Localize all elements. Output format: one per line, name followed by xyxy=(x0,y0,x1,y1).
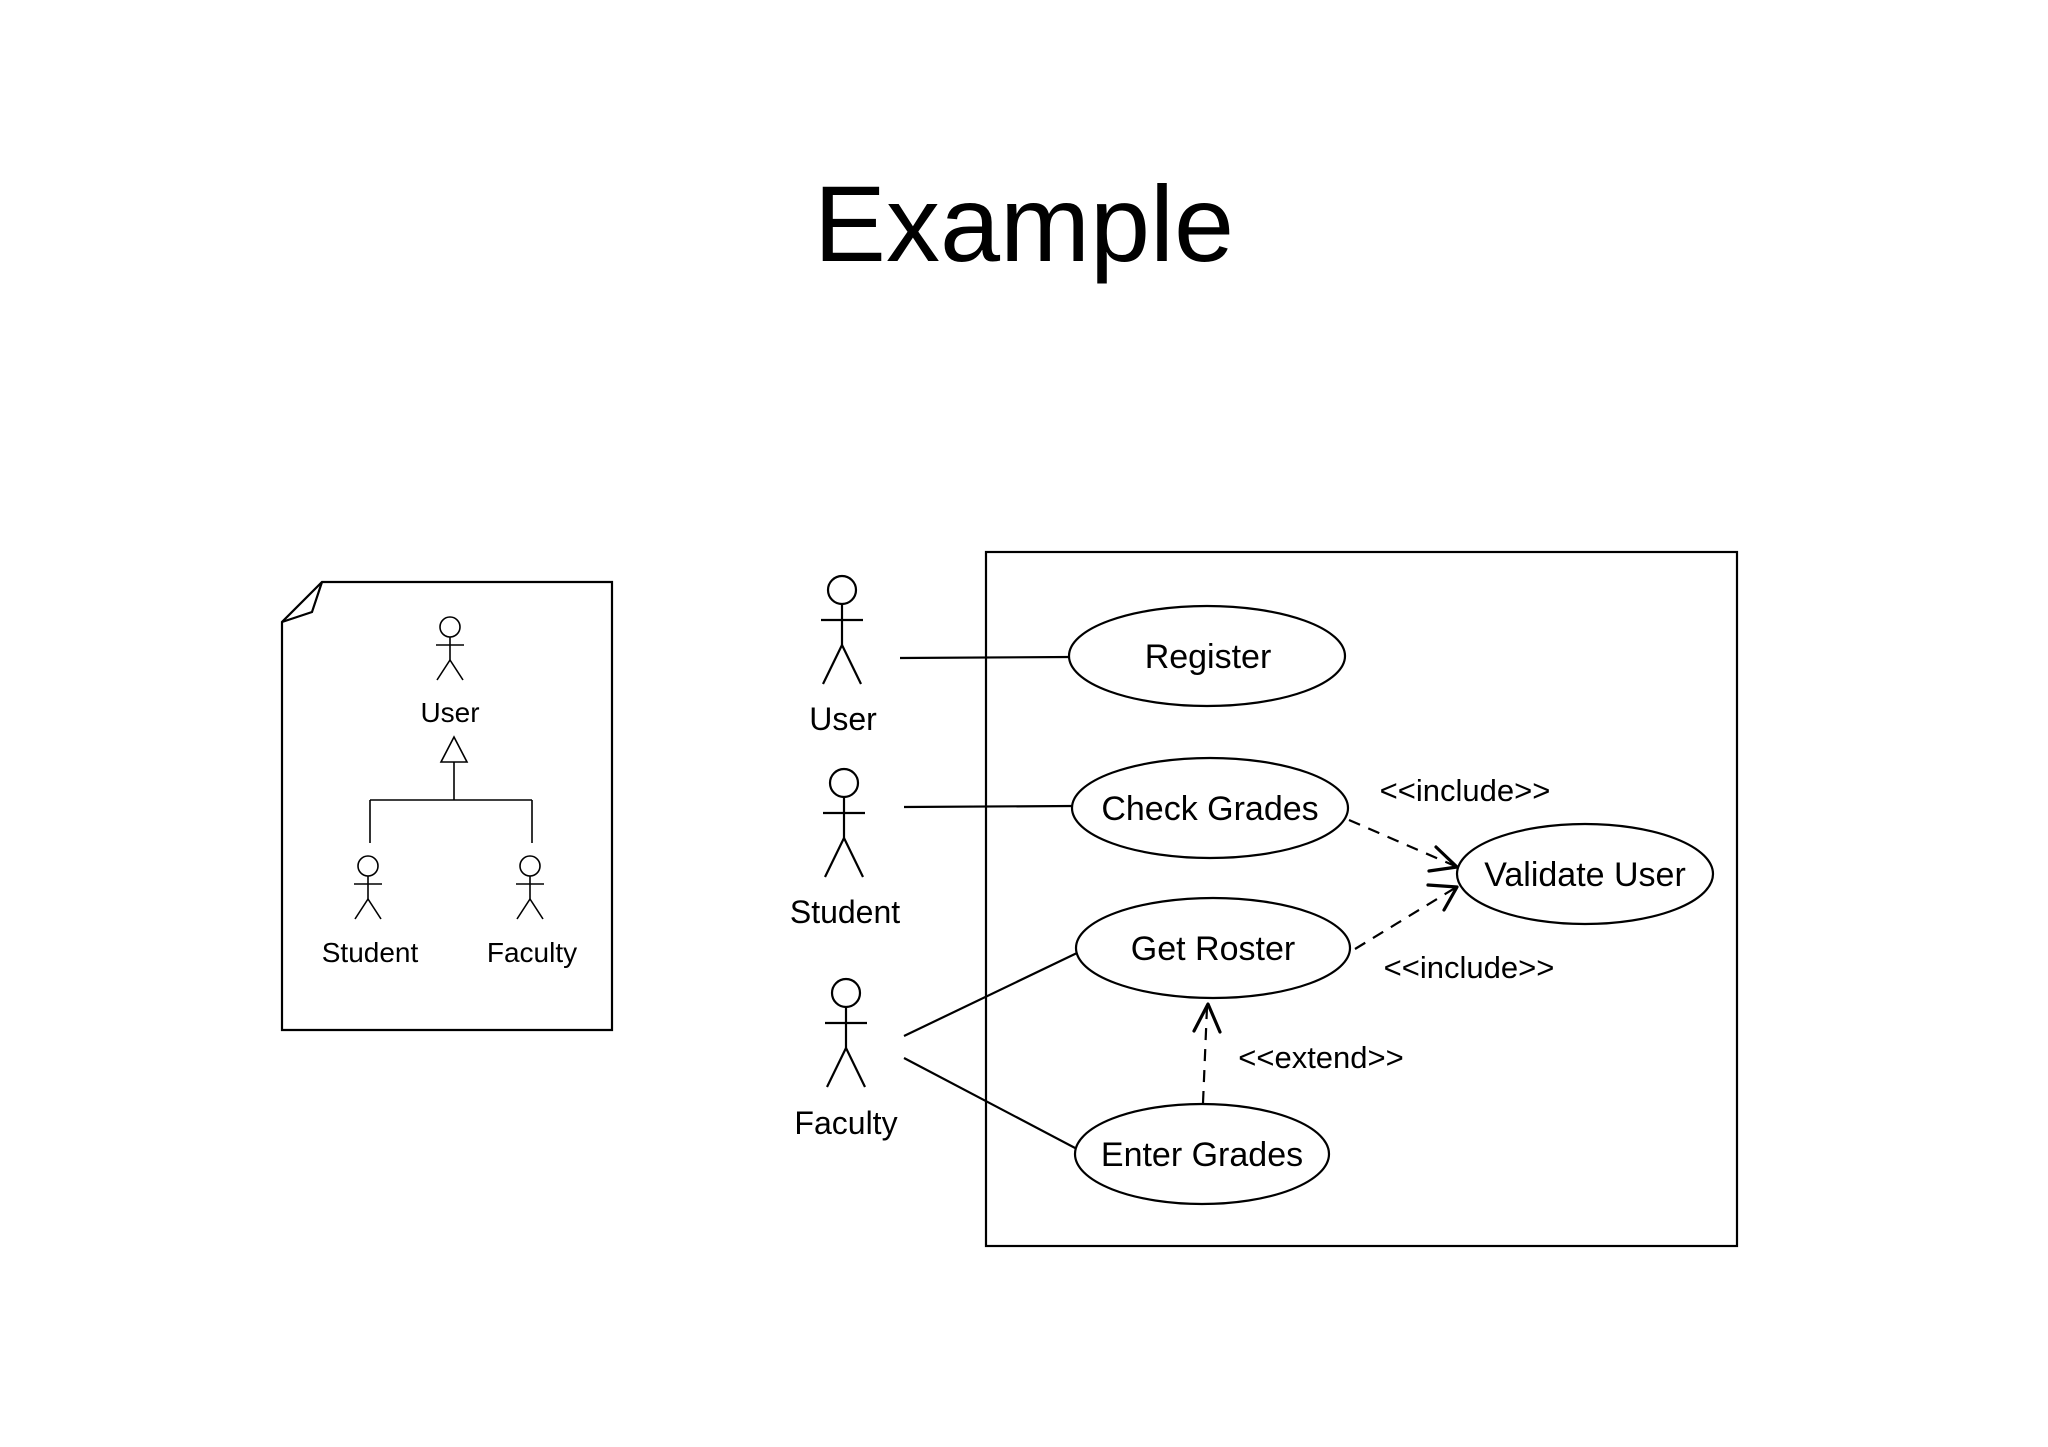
note-user-actor-icon xyxy=(436,616,464,681)
extend-arrowhead xyxy=(1192,1002,1222,1034)
note-frame xyxy=(280,580,614,1032)
use-case-get-roster[interactable]: Get Roster xyxy=(1074,896,1352,1000)
include-dependency-get-roster xyxy=(1354,887,1456,950)
note-user-label: User xyxy=(420,697,479,728)
page-title: Example xyxy=(813,163,1235,284)
system-boundary xyxy=(984,550,1739,1248)
note-dog-ear xyxy=(281,581,324,624)
note-faculty-label: Faculty xyxy=(487,937,577,968)
use-case-check-grades-label: Check Grades xyxy=(1101,790,1318,828)
use-case-validate-user-label: Validate User xyxy=(1484,856,1686,894)
include-label-2: <<include>> xyxy=(1384,950,1555,985)
include-arrowhead-1 xyxy=(1427,845,1459,873)
include-label-1: <<include>> xyxy=(1380,773,1551,808)
actor-faculty-icon xyxy=(825,977,867,1088)
include-dependency-check-grades xyxy=(1348,818,1456,868)
actor-user-label: User xyxy=(809,701,877,737)
association-faculty-enter-grades xyxy=(903,1057,1078,1150)
use-case-validate-user[interactable]: Validate User xyxy=(1455,822,1715,926)
actor-student-label: Student xyxy=(790,894,900,930)
use-case-check-grades[interactable]: Check Grades xyxy=(1070,756,1350,860)
actor-hierarchy-note: User Student xyxy=(280,580,614,1032)
generalization-triangle xyxy=(439,735,469,763)
actor-user-icon xyxy=(821,574,863,685)
extend-dependency xyxy=(1201,1006,1209,1104)
use-case-register[interactable]: Register xyxy=(1067,604,1347,708)
association-faculty-get-roster xyxy=(903,952,1078,1037)
association-user-register xyxy=(899,655,1072,660)
use-case-get-roster-label: Get Roster xyxy=(1131,930,1295,968)
use-case-enter-grades-label: Enter Grades xyxy=(1101,1136,1303,1174)
use-case-register-label: Register xyxy=(1145,638,1272,676)
actor-faculty-label: Faculty xyxy=(794,1105,897,1141)
use-case-enter-grades[interactable]: Enter Grades xyxy=(1073,1102,1331,1206)
association-student-check-grades xyxy=(903,804,1075,809)
actor-student-icon xyxy=(823,767,865,878)
note-faculty-actor-icon xyxy=(516,855,544,920)
extend-label: <<extend>> xyxy=(1238,1040,1404,1075)
note-student-actor-icon xyxy=(354,855,382,920)
include-arrowhead-2 xyxy=(1426,883,1459,912)
note-student-label: Student xyxy=(322,937,419,968)
